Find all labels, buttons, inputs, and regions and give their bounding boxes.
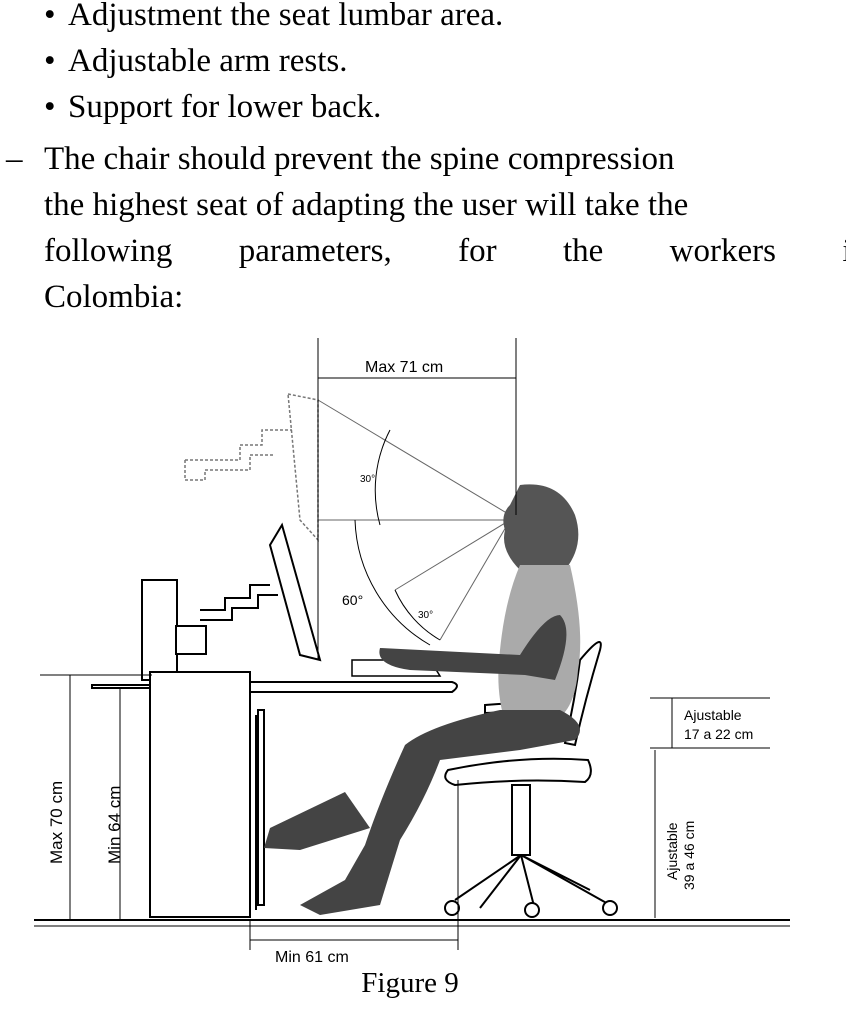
monitor xyxy=(141,522,322,681)
list-item: •Adjustment the seat lumbar area. xyxy=(44,0,504,33)
paragraph-line: The chair should prevent the spine compr… xyxy=(44,141,675,177)
sight-lines xyxy=(317,399,511,646)
max-desk-height-label: Max 70 cm xyxy=(47,781,66,864)
min-depth-label: Min 61 cm xyxy=(275,949,349,962)
max-distance-label: Max 71 cm xyxy=(365,359,443,376)
requirements-list: •Adjustment the seat lumbar area. •Adjus… xyxy=(44,0,503,130)
list-item: •Support for lower back. xyxy=(44,89,382,125)
desk xyxy=(91,671,458,918)
angle-small-label: 30° xyxy=(418,610,433,621)
dimension-lines xyxy=(40,338,770,950)
adjustable-seat-label: Ajustable xyxy=(664,822,680,880)
monitor-raised-outline xyxy=(184,393,319,542)
figure-caption: Figure 9 xyxy=(361,967,459,999)
angle-top-label: 30° xyxy=(360,474,375,485)
paragraph-line-justified: following parameters, for the workers in xyxy=(44,233,846,269)
ergonomic-workstation-diagram: Max 71 cm 30° 60° 30° Ajustable 17 a 22 … xyxy=(34,338,790,962)
min-desk-height-label: Min 64 cm xyxy=(105,786,124,864)
paragraph-line: Colombia: xyxy=(44,279,184,315)
angle-large-label: 60° xyxy=(342,592,363,608)
adjustable-top-range-label: 17 a 22 cm xyxy=(684,726,753,742)
paragraph-line: the highest seat of adapting the user wi… xyxy=(44,187,689,223)
body-paragraph: The chair should prevent the spine compr… xyxy=(44,136,846,320)
list-item: •Adjustable arm rests. xyxy=(44,43,348,79)
adjustable-top-label: Ajustable xyxy=(684,707,742,723)
dash-marker: – xyxy=(6,141,23,177)
seated-person xyxy=(264,484,581,915)
adjustable-seat-range-label: 39 a 46 cm xyxy=(681,821,697,890)
